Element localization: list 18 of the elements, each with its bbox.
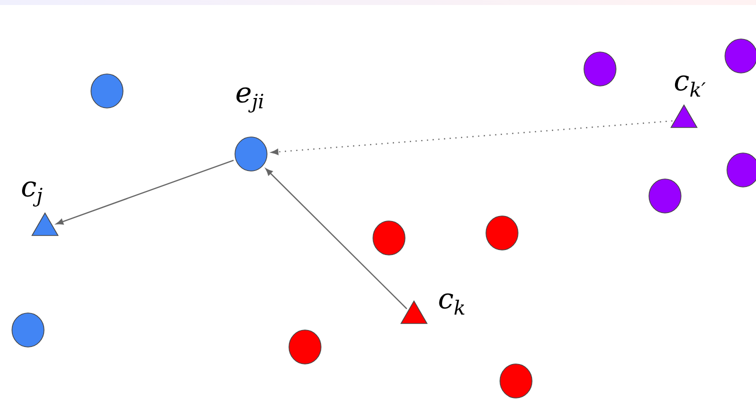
- point-label: c$_{j}$: [22, 181, 42, 207]
- point-label: e$_{ji}$: [236, 87, 264, 113]
- point-label: c$_{k}$: [439, 293, 464, 315]
- circle-point: [648, 178, 682, 214]
- circle-point: [90, 74, 124, 108]
- circle-point: [486, 216, 518, 250]
- circle-point: [288, 330, 322, 364]
- point-label: c$_{k′}$: [674, 75, 706, 97]
- arrow: [265, 168, 408, 310]
- circle-point: [724, 38, 756, 74]
- circle-point: [500, 364, 532, 398]
- arrow: [56, 160, 234, 225]
- circle-point: [726, 152, 756, 188]
- arrow: [271, 120, 672, 155]
- circle-point: [372, 220, 406, 256]
- circle-point: [12, 312, 44, 348]
- circle-point: [234, 136, 268, 172]
- circle-point: [584, 52, 616, 86]
